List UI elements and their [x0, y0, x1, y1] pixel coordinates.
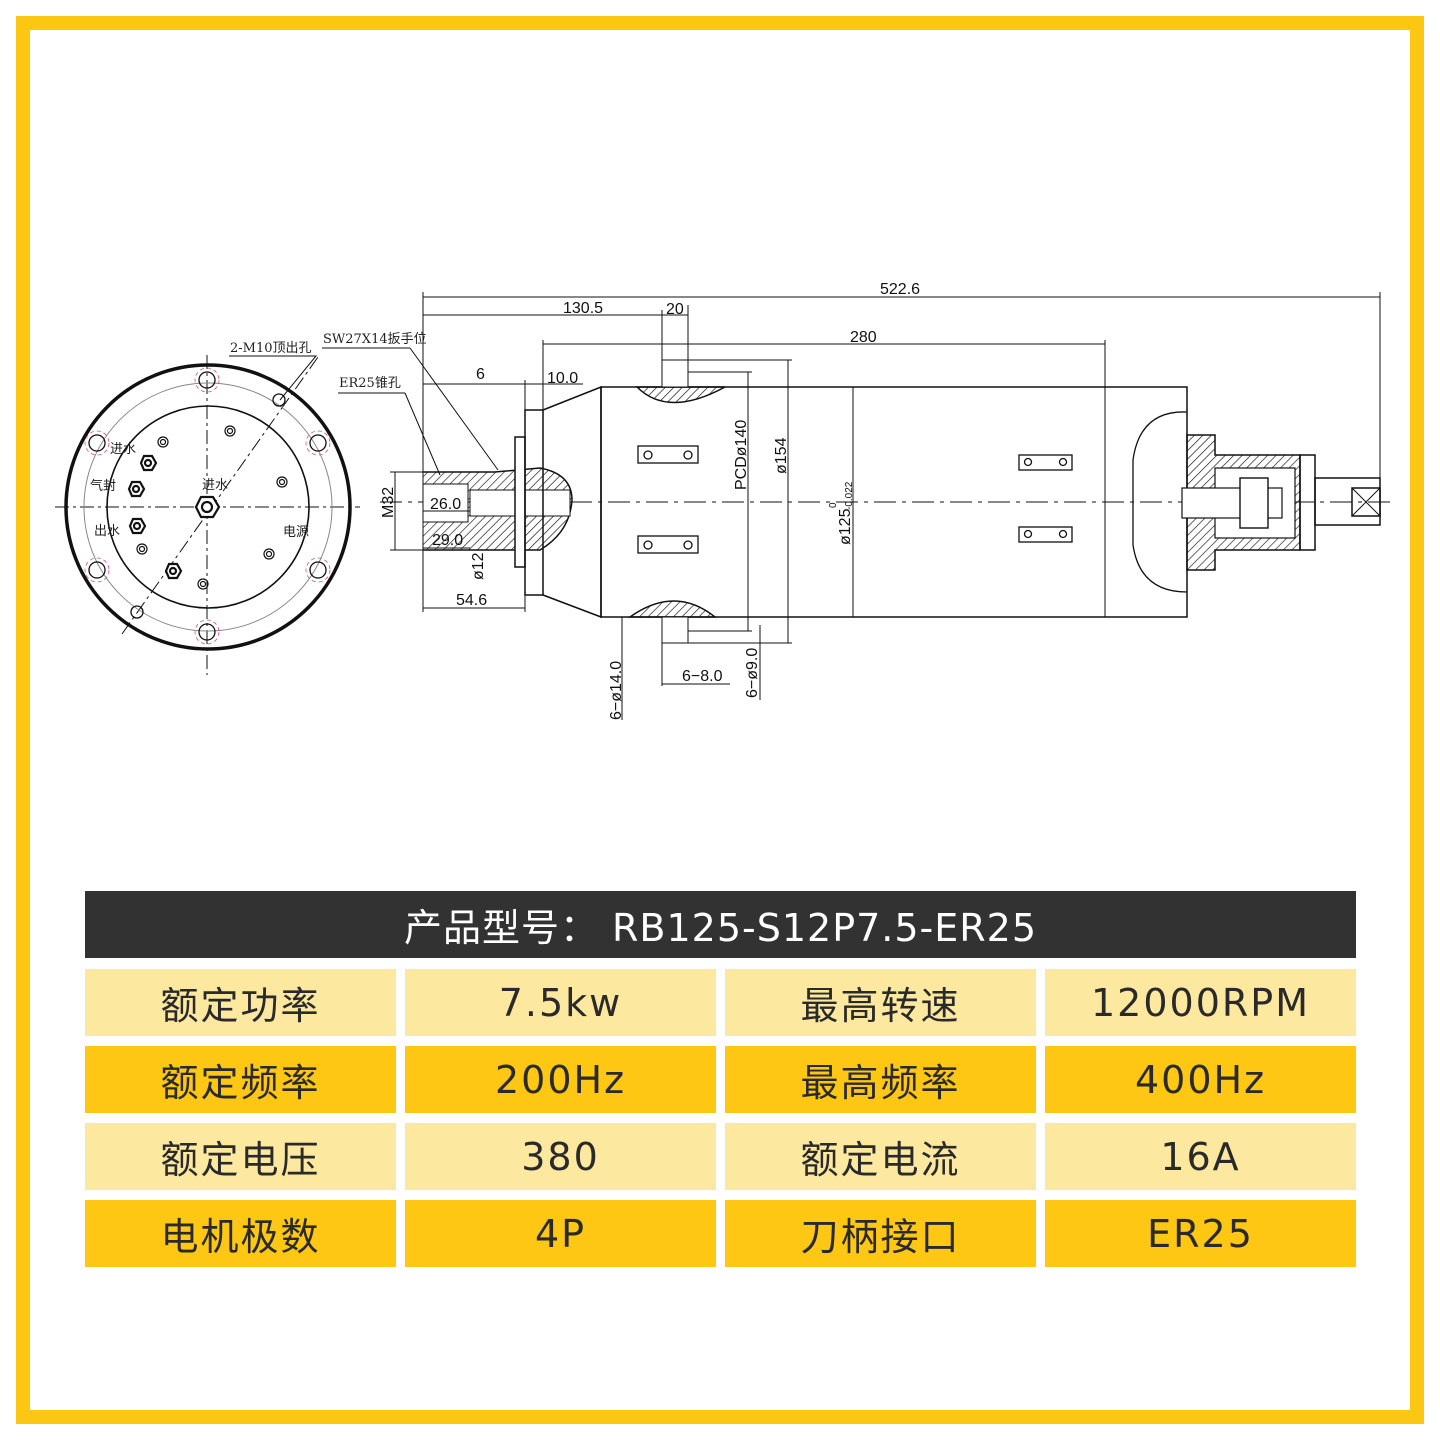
yellow-frame — [16, 16, 1424, 1424]
collet-taper-callout: ER25锥孔 — [339, 376, 401, 391]
dim-flange-step: 10.0 — [547, 370, 578, 387]
spec-table: 产品型号： RB125-S12P7.5-ER25 额定功率 7.5kw 最高转速… — [85, 891, 1356, 1267]
spec-value: 16A — [1045, 1123, 1356, 1190]
spec-value: 7.5kw — [405, 969, 716, 1036]
power-label: 电源 — [283, 525, 309, 540]
spec-value: 12000RPM — [1045, 969, 1356, 1036]
side-view — [380, 359, 1395, 644]
spec-row: 额定电压 380 额定电流 16A — [85, 1123, 1356, 1190]
end-view-outer-circle — [64, 363, 352, 651]
dimension-lines — [322, 292, 1381, 720]
spec-row: 额定功率 7.5kw 最高转速 12000RPM — [85, 969, 1356, 1036]
small-threaded-holes — [136, 425, 288, 590]
spec-label: 最高频率 — [725, 1046, 1036, 1113]
spec-label: 最高转速 — [725, 969, 1036, 1036]
dim-body-tol-lower: -0.022 — [844, 481, 855, 510]
air-seal-label: 气封 — [90, 478, 116, 494]
spec-value: 400Hz — [1045, 1046, 1356, 1113]
dim-flange-dia: ø154 — [773, 437, 790, 474]
dim-bore-26: 26.0 — [430, 496, 461, 513]
spec-row: 电机极数 4P 刀柄接口 ER25 — [85, 1200, 1356, 1267]
dim-pcd: PCDø140 — [733, 420, 750, 490]
center-water-in-label: 进水 — [202, 478, 228, 493]
spec-table-title: 产品型号： RB125-S12P7.5-ER25 — [85, 891, 1356, 958]
end-view — [55, 355, 360, 675]
dim-body-length: 280 — [850, 329, 877, 346]
dim-front-to-mount: 130.5 — [563, 300, 603, 317]
dim-nose-step: 6 — [476, 366, 485, 383]
dim-bore-29: 29.0 — [432, 532, 463, 549]
water-in-label: 进水 — [110, 442, 136, 457]
dim-nose-length: 54.6 — [456, 592, 487, 609]
dim-overall-length: 522.6 — [880, 281, 920, 298]
wrench-flat-callout: SW27X14扳手位 — [323, 331, 427, 347]
spec-row: 额定频率 200Hz 最高频率 400Hz — [85, 1046, 1356, 1113]
dim-body-tol-upper: 0 — [828, 502, 839, 508]
hex-fittings — [127, 454, 221, 580]
spindle-technical-drawing: 2-M10顶出孔 进水 气封 进水 出水 电源 — [55, 281, 1395, 720]
dim-holes-14: 6−ø14.0 — [608, 661, 625, 720]
m10-holes-label: 2-M10顶出孔 — [230, 341, 312, 356]
dim-holes-8: 6−8.0 — [682, 668, 723, 685]
spec-label: 额定频率 — [85, 1046, 396, 1113]
dim-body-dia: ø125 — [837, 508, 854, 545]
spec-label: 电机极数 — [85, 1200, 396, 1267]
dim-mount-width: 20 — [666, 301, 684, 318]
spec-value: 4P — [405, 1200, 716, 1267]
spec-label: 额定电流 — [725, 1123, 1036, 1190]
spec-label: 额定电压 — [85, 1123, 396, 1190]
dim-holes-9: 6−ø9.0 — [744, 648, 761, 698]
dim-thread: M32 — [380, 487, 397, 518]
spec-value: 200Hz — [405, 1046, 716, 1113]
bearings — [637, 445, 1073, 554]
spec-value: ER25 — [1045, 1200, 1356, 1267]
dim-shaft-dia: ø12 — [470, 552, 487, 580]
spec-label: 刀柄接口 — [725, 1200, 1036, 1267]
spec-label: 额定功率 — [85, 969, 396, 1036]
spec-value: 380 — [405, 1123, 716, 1190]
water-out-label: 出水 — [94, 524, 120, 539]
mount-holes — [84, 367, 331, 645]
